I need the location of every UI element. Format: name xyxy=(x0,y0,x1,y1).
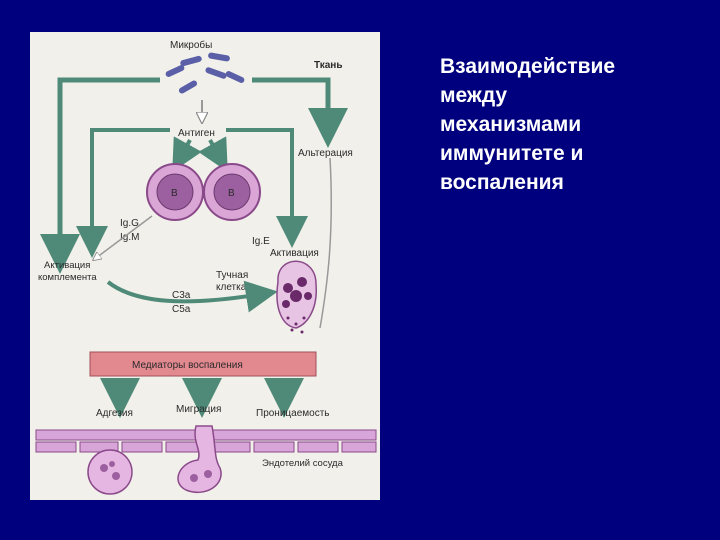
b-cell-right: B xyxy=(203,163,261,221)
label-tissue: Ткань xyxy=(314,60,342,71)
label-c3a: C3a xyxy=(172,290,191,301)
microbes-icon xyxy=(165,52,245,94)
arrow-antigen-ige xyxy=(226,128,308,248)
slide-title-line-3: механизмами xyxy=(440,113,582,136)
label-adhesion: Адгезия xyxy=(96,408,133,419)
slide-title-line-2: между xyxy=(440,84,508,107)
label-complement-line2: комплемента xyxy=(38,272,97,283)
slide-title-line-4: иммунитете и xyxy=(440,142,584,165)
leukocyte-migration xyxy=(177,425,222,493)
label-permeability: Проницаемость xyxy=(256,408,330,419)
label-microbes: Микробы xyxy=(170,39,212,51)
label-complement-line1: Активация xyxy=(44,260,90,271)
leukocyte-adhesion xyxy=(87,449,133,495)
label-c5a: C5a xyxy=(172,304,191,315)
label-mediators: Медиаторы воспаления xyxy=(132,360,243,371)
arrow-microbes-complement xyxy=(40,77,160,274)
slide-title-line-5: воспаления xyxy=(440,171,564,194)
arrow-antigen-igg xyxy=(76,128,170,258)
arrow-complement-mastcell xyxy=(106,280,278,313)
line-alteration-mastcell xyxy=(319,157,333,329)
arrow-antigen-b1 xyxy=(172,136,202,172)
label-activation-right: Активация xyxy=(270,248,319,259)
arrow-microbes-alteration xyxy=(252,77,348,148)
label-igm: Ig.M xyxy=(120,232,139,243)
label-endothelium: Эндотелий сосуда xyxy=(262,458,344,469)
slide-title: Взаимодействие между механизмами иммунит… xyxy=(440,52,700,197)
mediators-bar xyxy=(89,351,317,377)
mast-cell xyxy=(276,260,317,334)
b-cell-left: B xyxy=(146,163,204,221)
label-alteration: Альтерация xyxy=(298,148,353,159)
diagram-figure: Микробы Ткань Антиген Альтерация B xyxy=(30,32,380,500)
label-mast-line1: Тучная xyxy=(216,270,248,281)
label-migration: Миграция xyxy=(176,404,221,415)
label-igg: Ig.G xyxy=(120,218,139,229)
label-mast-line2: клетка xyxy=(216,282,247,293)
svg-text:B: B xyxy=(171,188,178,199)
immunity-inflammation-diagram: Микробы Ткань Антиген Альтерация B xyxy=(35,39,377,495)
slide-title-line-1: Взаимодействие xyxy=(440,55,616,78)
label-ige: Ig.E xyxy=(252,236,270,247)
label-antigen: Антиген xyxy=(178,128,215,139)
arrow-antigen-b2 xyxy=(198,136,228,172)
arrow-ig-complement xyxy=(96,215,153,258)
svg-text:B: B xyxy=(228,188,235,199)
